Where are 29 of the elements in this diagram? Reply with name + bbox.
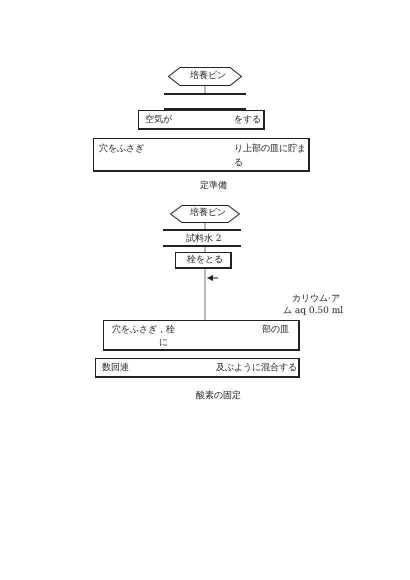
step-text: 空気が [145, 115, 172, 126]
process-box [95, 358, 300, 378]
start-hexagon [168, 67, 242, 86]
step-text: 培養ビン [190, 71, 226, 82]
caption: 定準備 [200, 181, 227, 192]
connector-line [204, 246, 206, 252]
connector-line [204, 268, 206, 320]
connector-line [204, 86, 206, 94]
process-box [175, 252, 232, 269]
step-text: をする [234, 115, 261, 126]
start-hexagon [170, 205, 240, 223]
process-box [138, 110, 265, 130]
step-text: に [159, 338, 168, 349]
reagent-label: カリウム·ア [292, 294, 340, 305]
step-text: 試料水 2 [186, 234, 222, 245]
connector-line [204, 222, 206, 230]
step-text: 穴をふさぎ [99, 144, 144, 155]
step-text: 栓をとる [187, 255, 223, 266]
step-text: 穴をふさぎ，栓 [112, 325, 175, 336]
step-text: 培養ビン [190, 208, 226, 219]
process-box [93, 138, 310, 172]
step-text: 数回連 [102, 363, 129, 374]
step-text: る [234, 158, 243, 169]
process-box [103, 320, 300, 351]
step-text: り上部の皿に貯ま [234, 144, 306, 155]
reagent-label: ム aq 0.50 ml [283, 306, 344, 317]
step-text: 及ぶように混合する [216, 363, 297, 374]
step-text: 部の皿 [262, 325, 289, 336]
caption: 酸素の固定 [196, 391, 241, 402]
